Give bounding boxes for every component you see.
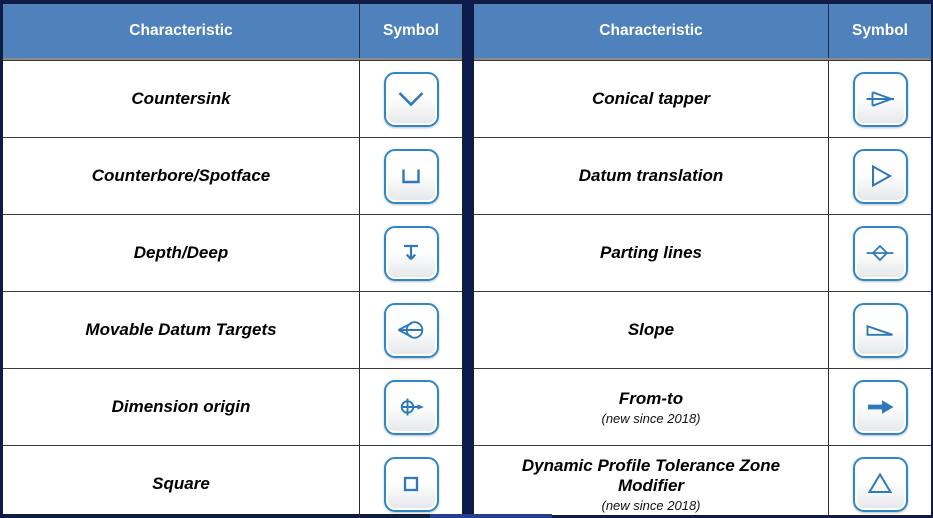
from-to-arrow-icon — [868, 400, 894, 414]
row-label-movable-datum-targets: Movable Datum Targets — [85, 320, 277, 339]
table-row: Counterbore/Spotface — [3, 137, 462, 214]
table-row: Conical tapper — [474, 60, 931, 137]
parting-lines-icon — [866, 244, 894, 262]
table-row: Depth/Deep — [3, 214, 462, 291]
countersink-icon — [398, 92, 424, 107]
datum-translation-icon — [872, 164, 893, 188]
table-row: Movable Datum Targets — [3, 291, 462, 368]
counterbore-spotface-icon — [402, 169, 420, 184]
dimension-origin-icon — [400, 398, 424, 416]
row-label-datum-translation: Datum translation — [578, 166, 724, 185]
depth-deep-icon — [404, 244, 418, 260]
dynamic-profile-triangle-icon — [867, 472, 893, 493]
table-header: Characteristic Symbol — [474, 4, 931, 60]
row-label-slope: Slope — [627, 320, 675, 339]
table-row: Dimension origin — [3, 368, 462, 445]
row-label-from-to: From-to — [618, 388, 684, 408]
table-row: Parting lines — [474, 214, 931, 291]
table-row: Dynamic Profile Tolerance Zone Modifier … — [474, 445, 931, 518]
row-label-countersink: Countersink — [131, 89, 231, 108]
table-row: Countersink — [3, 60, 462, 137]
row-note-from-to: (new since 2018) — [601, 410, 701, 426]
square-symbol-tile — [383, 456, 439, 512]
row-label-square: Square — [152, 474, 210, 493]
table-row: Square — [3, 445, 462, 518]
dimension-origin-symbol-tile — [383, 379, 439, 435]
dynamic-profile-symbol-tile — [852, 456, 908, 512]
conical-taper-icon — [866, 91, 894, 107]
row-note-dynamic-profile: (new since 2018) — [601, 497, 701, 513]
row-label-conical-tapper: Conical tapper — [591, 89, 711, 108]
slope-symbol-tile — [852, 302, 908, 358]
square-icon — [403, 476, 419, 492]
countersink-symbol-tile — [383, 71, 439, 127]
column-header-characteristic: Characteristic — [599, 22, 703, 39]
characteristics-table-right: Characteristic Symbol Conical tapper Dat… — [473, 3, 932, 518]
from-to-symbol-tile — [852, 379, 908, 435]
slope-icon — [866, 324, 893, 336]
row-label-dimension-origin: Dimension origin — [111, 397, 251, 416]
table-row: Datum translation — [474, 137, 931, 214]
column-header-symbol: Symbol — [828, 4, 931, 58]
row-label-parting-lines: Parting lines — [599, 243, 703, 262]
row-label-depth: Depth/Deep — [133, 243, 229, 262]
row-label-counterbore: Counterbore/Spotface — [91, 166, 271, 185]
counterbore-symbol-tile — [383, 148, 439, 204]
characteristics-table-left: Characteristic Symbol Countersink Counte… — [2, 3, 463, 518]
conical-taper-symbol-tile — [852, 71, 908, 127]
movable-datum-targets-icon — [398, 321, 424, 339]
datum-translation-symbol-tile — [852, 148, 908, 204]
depth-symbol-tile — [383, 225, 439, 281]
table-row: Slope — [474, 291, 931, 368]
parting-lines-symbol-tile — [852, 225, 908, 281]
column-header-symbol: Symbol — [359, 4, 462, 58]
background-accent-strip — [430, 514, 552, 518]
row-label-dynamic-profile: Dynamic Profile Tolerance Zone Modifier — [521, 455, 781, 495]
table-row: From-to (new since 2018) — [474, 368, 931, 445]
column-header-characteristic: Characteristic — [129, 22, 233, 39]
table-header: Characteristic Symbol — [3, 4, 462, 60]
movable-datum-targets-symbol-tile — [383, 302, 439, 358]
